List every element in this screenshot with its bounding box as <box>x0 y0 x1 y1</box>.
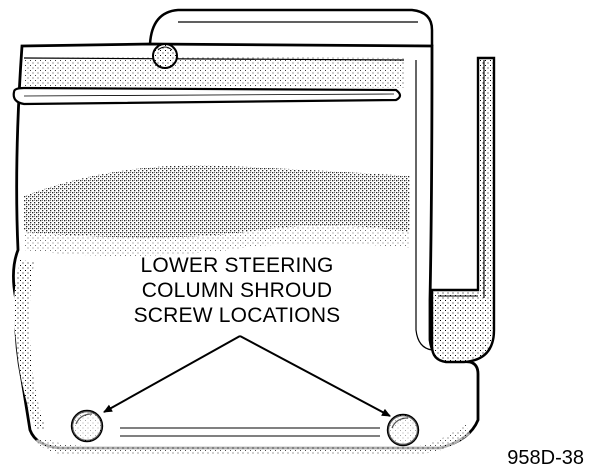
figure-id: 958D-38 <box>507 447 584 469</box>
shroud-bottom-shade <box>36 424 470 454</box>
shroud-left-edge-shade <box>13 260 46 430</box>
shroud-top-tab <box>148 8 434 46</box>
callout-arrow-right <box>239 335 391 417</box>
lower-left-screw-icon <box>70 409 104 443</box>
callout-line-1: LOWER STEERING <box>141 254 334 277</box>
shroud-inner-edge <box>415 60 433 351</box>
callout-line-3: SCREW LOCATIONS <box>134 304 341 327</box>
shroud-rib <box>12 86 402 106</box>
upper-screw-icon <box>152 43 178 69</box>
callout-line-2: COLUMN SHROUD <box>142 279 332 302</box>
callout-label: LOWER STEERING COLUMN SHROUD SCREW LOCAT… <box>134 254 341 327</box>
shroud-interior-shade <box>24 165 410 238</box>
shroud-lip-band <box>24 56 404 88</box>
callout-arrow-left <box>103 335 241 413</box>
column-bracket <box>430 56 496 364</box>
shroud-rib-highlight <box>23 93 395 97</box>
shroud-interior-shade-soft <box>24 225 410 256</box>
shroud-lip-line-upper <box>23 57 405 61</box>
lower-right-screw-icon <box>386 413 420 447</box>
